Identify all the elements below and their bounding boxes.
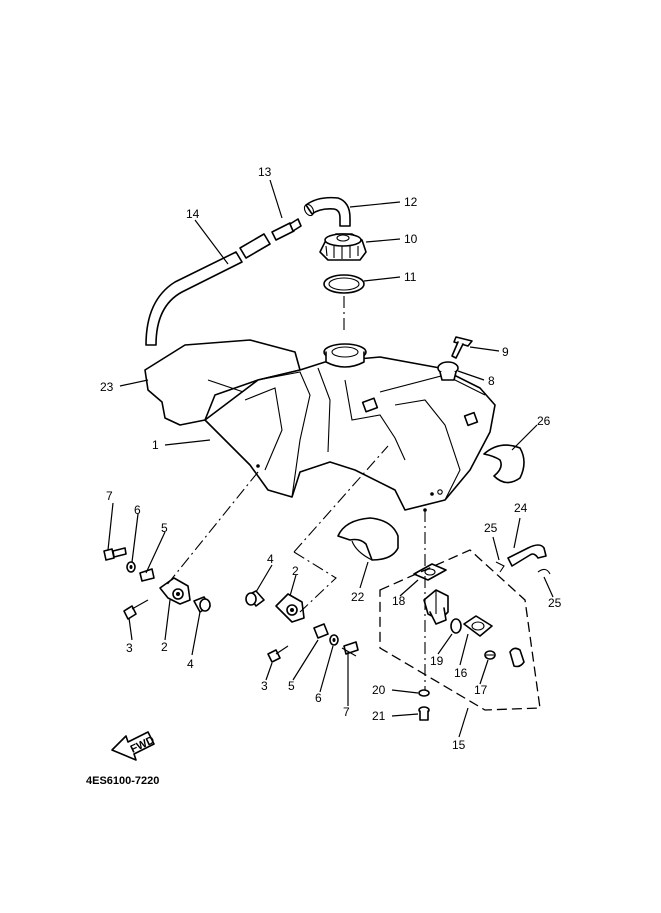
bolt-part-7-left: [103, 547, 127, 561]
callout-10: 10: [404, 232, 418, 246]
gasket-part-18: [413, 563, 447, 581]
fuel-cap-part-10: [319, 233, 367, 261]
bolt-part-3-right: [267, 645, 289, 663]
callout-11: 11: [404, 270, 417, 284]
callout-3-right: 3: [261, 679, 268, 693]
damper-part-4-left: [193, 596, 211, 613]
callout-8: 8: [488, 374, 495, 388]
screw-part-17: [484, 650, 496, 660]
callout-7-left: 7: [106, 489, 113, 503]
callout-9: 9: [502, 345, 509, 359]
fuel-tank-part-1: [204, 343, 496, 512]
bolt-part-3-left: [123, 599, 149, 620]
callout-18: 18: [392, 594, 406, 608]
callout-4-right: 4: [267, 552, 274, 566]
bolt-part-7-right: [341, 641, 359, 657]
callout-21: 21: [372, 709, 386, 723]
breather-hose-part-12: [303, 196, 351, 227]
callout-4-left: 4: [187, 657, 194, 671]
callout-2-left: 2: [161, 640, 168, 654]
washer-part-20: [418, 689, 430, 697]
fuel-cock-assembly-outline: [379, 549, 541, 711]
screw-part-9: [451, 336, 473, 359]
callout-19: 19: [430, 654, 444, 668]
callout-6-right: 6: [315, 691, 322, 705]
pipe-joint-part-13: [271, 218, 302, 241]
callout-6-left: 6: [134, 503, 141, 517]
callout-22: 22: [351, 590, 365, 604]
clip-part-25-upper: [495, 561, 505, 573]
callout-2-right: 2: [292, 564, 299, 578]
callout-17: 17: [474, 683, 488, 697]
collar-part-5-left: [139, 568, 155, 582]
callout-23: 23: [100, 380, 114, 394]
diagram-part-code: 4ES6100-7220: [86, 775, 159, 787]
washer-part-6-right: [329, 634, 339, 646]
forward-arrow-label: FWD: [129, 734, 157, 755]
callout-7-right: 7: [343, 705, 350, 719]
cap-gasket-part-11: [323, 274, 365, 294]
damper-part-26: [483, 444, 525, 484]
callout-15: 15: [452, 738, 466, 752]
callout-1: 1: [152, 438, 159, 452]
damper-part-4-right: [245, 590, 265, 607]
callout-25-lower: 25: [548, 596, 562, 610]
fuel-cock-body: [423, 589, 449, 625]
o-ring-part-19: [450, 618, 462, 634]
callout-12: 12: [404, 195, 418, 209]
screw-part-21: [418, 706, 430, 721]
forward-arrow-icon: FWD: [111, 731, 157, 761]
bracket-part-2-left: [159, 577, 191, 605]
washer-part-6-left: [126, 561, 136, 573]
damper-part-8: [437, 361, 459, 381]
breather-pipe-part-14: [145, 233, 271, 346]
callout-3-left: 3: [126, 641, 133, 655]
callout-13: 13: [258, 165, 272, 179]
callout-labels: 13 14 12 10 11 9 8 23 1 26 7 6 5 24 25 4…: [100, 165, 562, 752]
lever-part-fuel-cock: [509, 647, 525, 668]
callout-5-right: 5: [288, 679, 295, 693]
callout-20: 20: [372, 683, 386, 697]
plate-part-16: [463, 615, 493, 637]
leader-lines: [107, 179, 554, 738]
fuel-hose-part-24: [507, 544, 547, 567]
callout-25-upper: 25: [484, 521, 498, 535]
callout-26: 26: [537, 414, 551, 428]
callout-5-left: 5: [161, 521, 168, 535]
collar-part-5-right: [313, 623, 329, 639]
callout-24: 24: [514, 501, 528, 515]
callout-14: 14: [186, 207, 200, 221]
clip-part-25-lower: [537, 568, 551, 575]
damper-part-22: [337, 517, 399, 561]
callout-16: 16: [454, 666, 468, 680]
bracket-part-2-right: [275, 593, 305, 623]
alignment-lines: [165, 296, 426, 690]
